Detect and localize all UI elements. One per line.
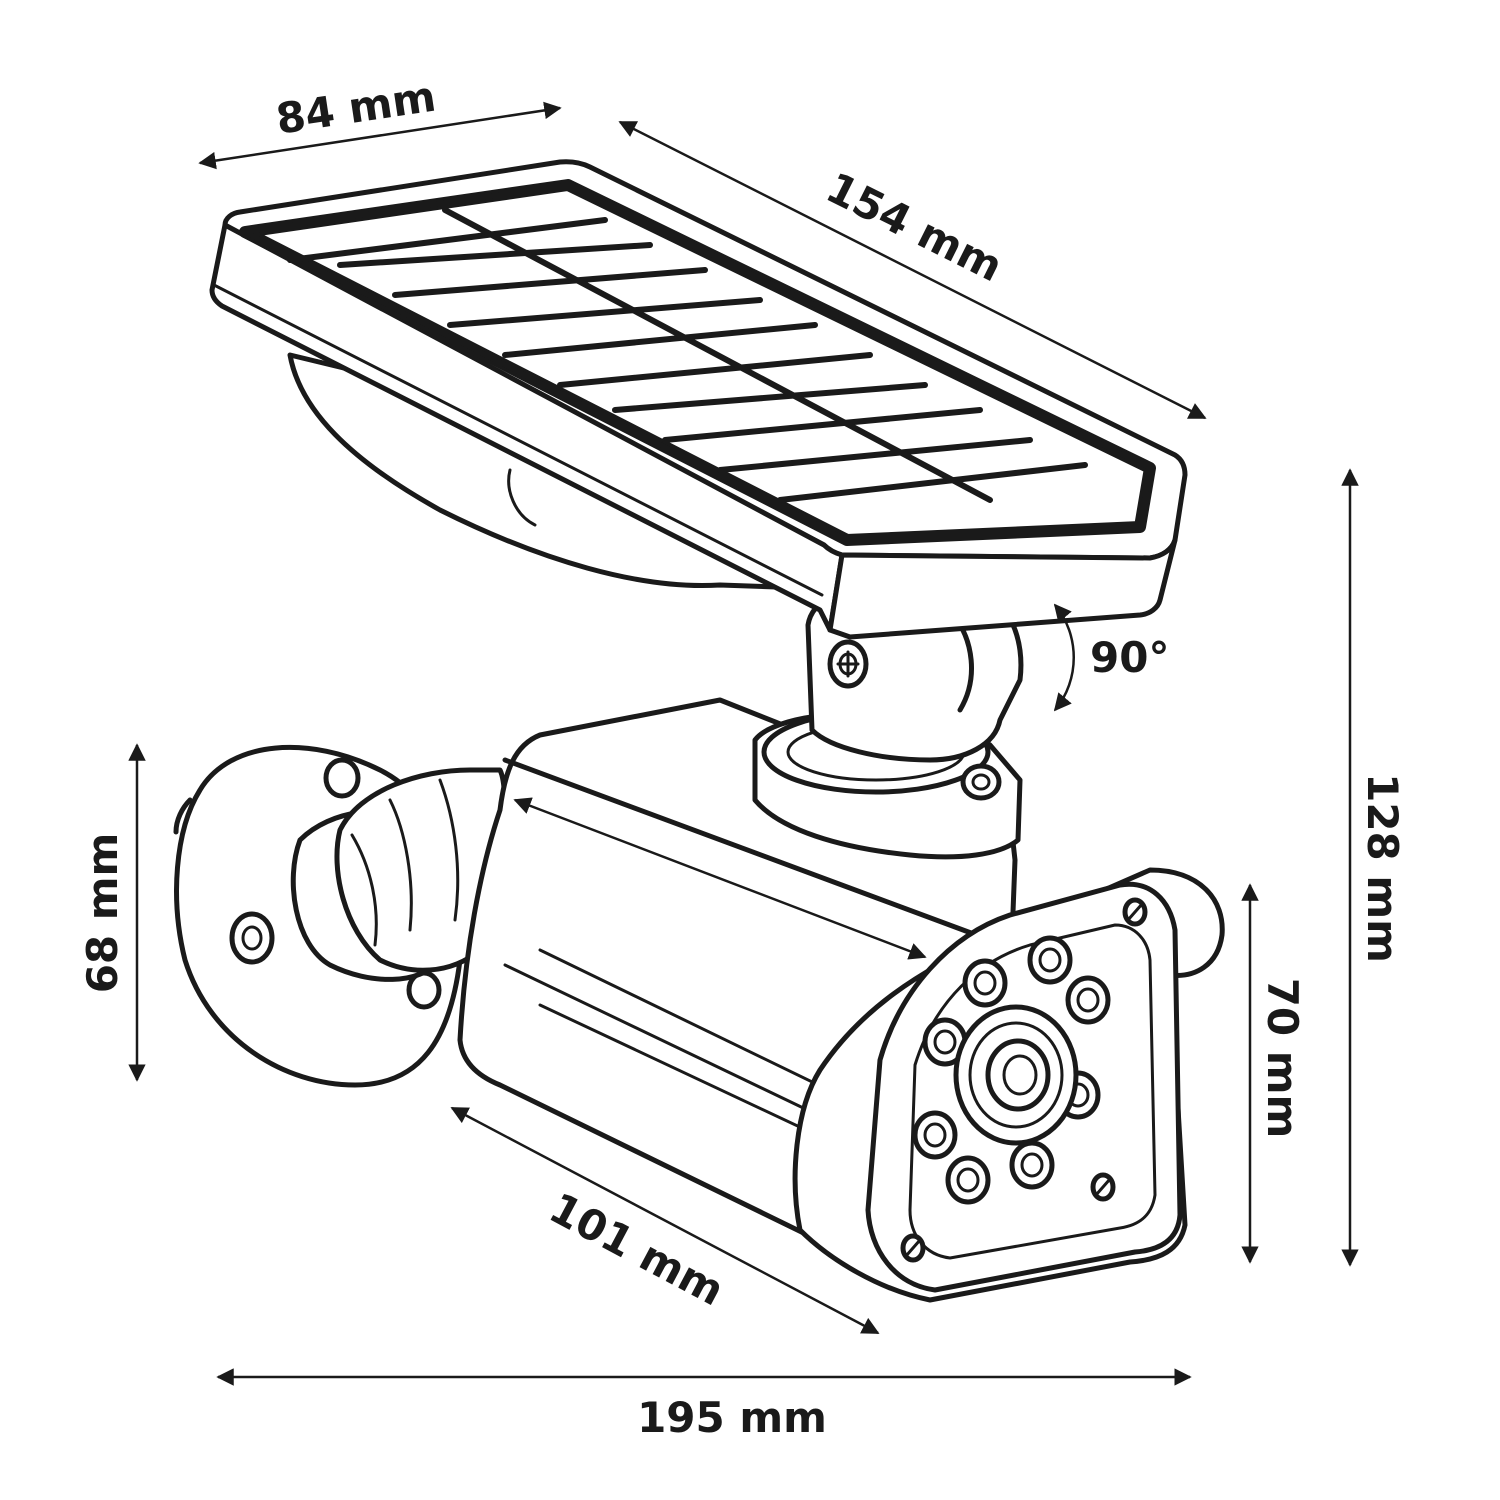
dim-line-panel-width bbox=[198, 101, 562, 170]
dimension-lines bbox=[128, 101, 1359, 1386]
label-panel-width: 84 mm bbox=[273, 72, 439, 144]
solar-panel bbox=[209, 159, 1188, 640]
label-total-height: 128 mm bbox=[1358, 773, 1407, 963]
dim-arc-tilt bbox=[1053, 603, 1075, 712]
label-tilt-angle: 90° bbox=[1090, 633, 1169, 682]
dim-line-body-inner bbox=[513, 797, 927, 960]
camera-lens bbox=[953, 1004, 1079, 1146]
label-body-length: 101 mm bbox=[542, 1183, 733, 1315]
wall-mount-base bbox=[173, 745, 508, 1088]
dim-line-panel-length bbox=[618, 120, 1207, 420]
label-total-length: 195 mm bbox=[637, 1393, 827, 1442]
label-mount-height: 68 mm bbox=[78, 833, 127, 994]
dim-line-body-length bbox=[450, 1106, 880, 1335]
label-body-height: 70 mm bbox=[1258, 978, 1307, 1139]
